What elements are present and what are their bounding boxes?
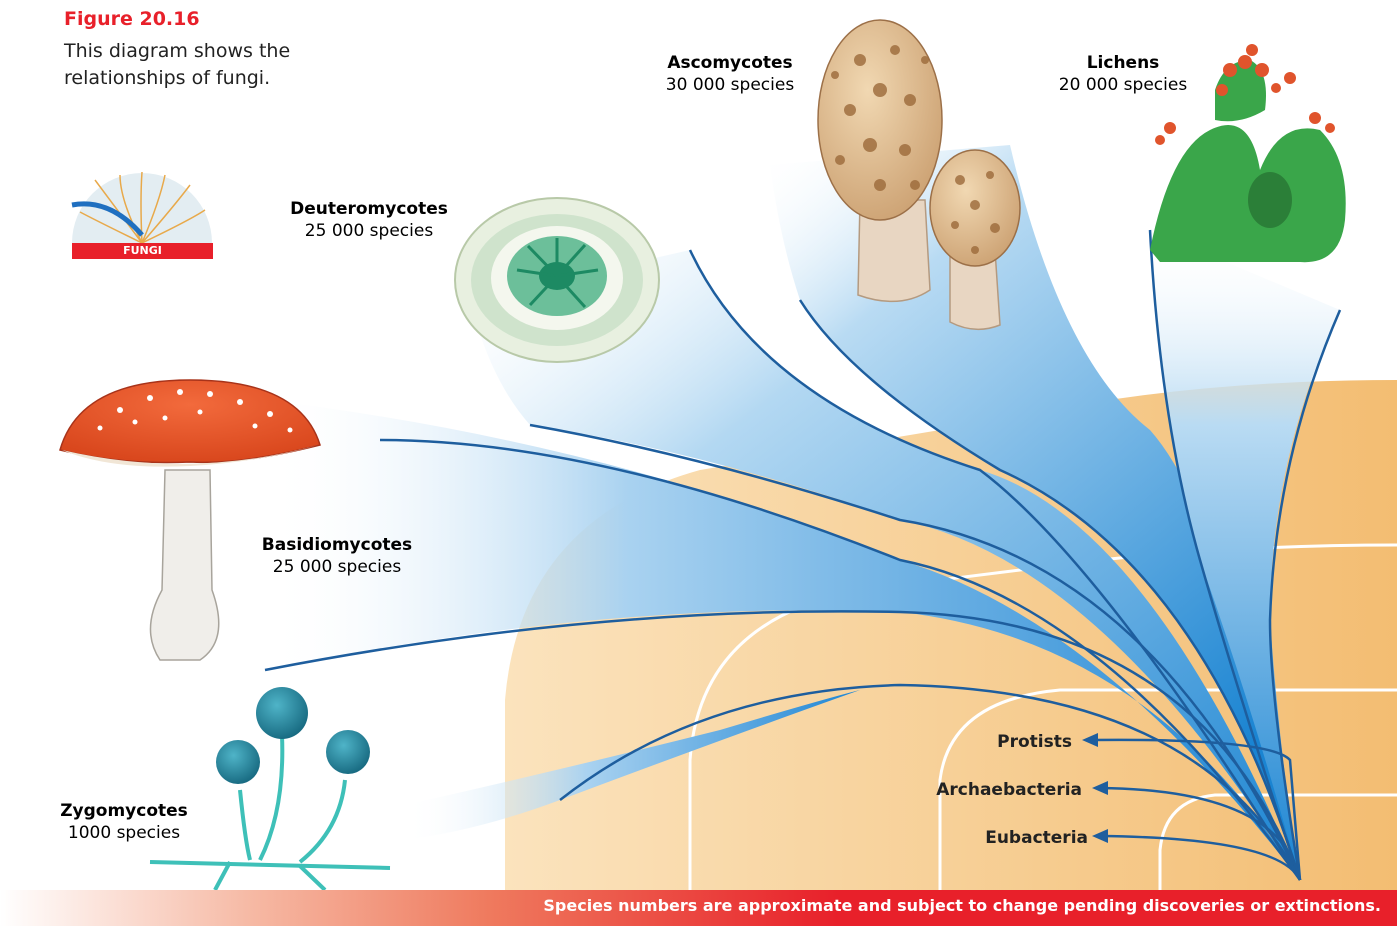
zygomycotes-mold-illustration — [150, 687, 390, 890]
fungi-fan-icon — [72, 172, 212, 243]
footer-bar: Species numbers are approximate and subj… — [0, 890, 1397, 926]
ascomycotes-name: Ascomycotes — [652, 52, 808, 74]
ascomycotes-label: Ascomycotes 30 000 species — [652, 52, 808, 96]
zygomycotes-label: Zygomycotes 1000 species — [56, 800, 192, 844]
basidiomycotes-count: 25 000 species — [250, 556, 424, 578]
deuteromycotes-label: Deuteromycotes 25 000 species — [278, 198, 460, 242]
deuteromycotes-name: Deuteromycotes — [278, 198, 460, 220]
zygomycotes-name: Zygomycotes — [56, 800, 192, 822]
lichens-name: Lichens — [1048, 52, 1198, 74]
lichens-label: Lichens 20 000 species — [1048, 52, 1198, 96]
deuteromycotes-count: 25 000 species — [278, 220, 460, 242]
deuteromycotes-colony-illustration — [455, 198, 659, 362]
basidiomycotes-label: Basidiomycotes 25 000 species — [250, 534, 424, 578]
lichens-count: 20 000 species — [1048, 74, 1198, 96]
footer-note: Species numbers are approximate and subj… — [543, 896, 1381, 915]
basidiomycotes-name: Basidiomycotes — [250, 534, 424, 556]
kingdom-eubacteria: Eubacteria — [950, 828, 1088, 848]
zygomycotes-count: 1000 species — [56, 822, 192, 844]
figure-caption: This diagram shows the relationships of … — [64, 38, 364, 92]
ascomycotes-count: 30 000 species — [652, 74, 808, 96]
kingdom-protists: Protists — [960, 732, 1072, 752]
kingdom-archaebacteria: Archaebacteria — [906, 780, 1082, 800]
figure-title: Figure 20.16 — [64, 8, 200, 30]
fungi-icon-label: FUNGI — [72, 243, 213, 259]
